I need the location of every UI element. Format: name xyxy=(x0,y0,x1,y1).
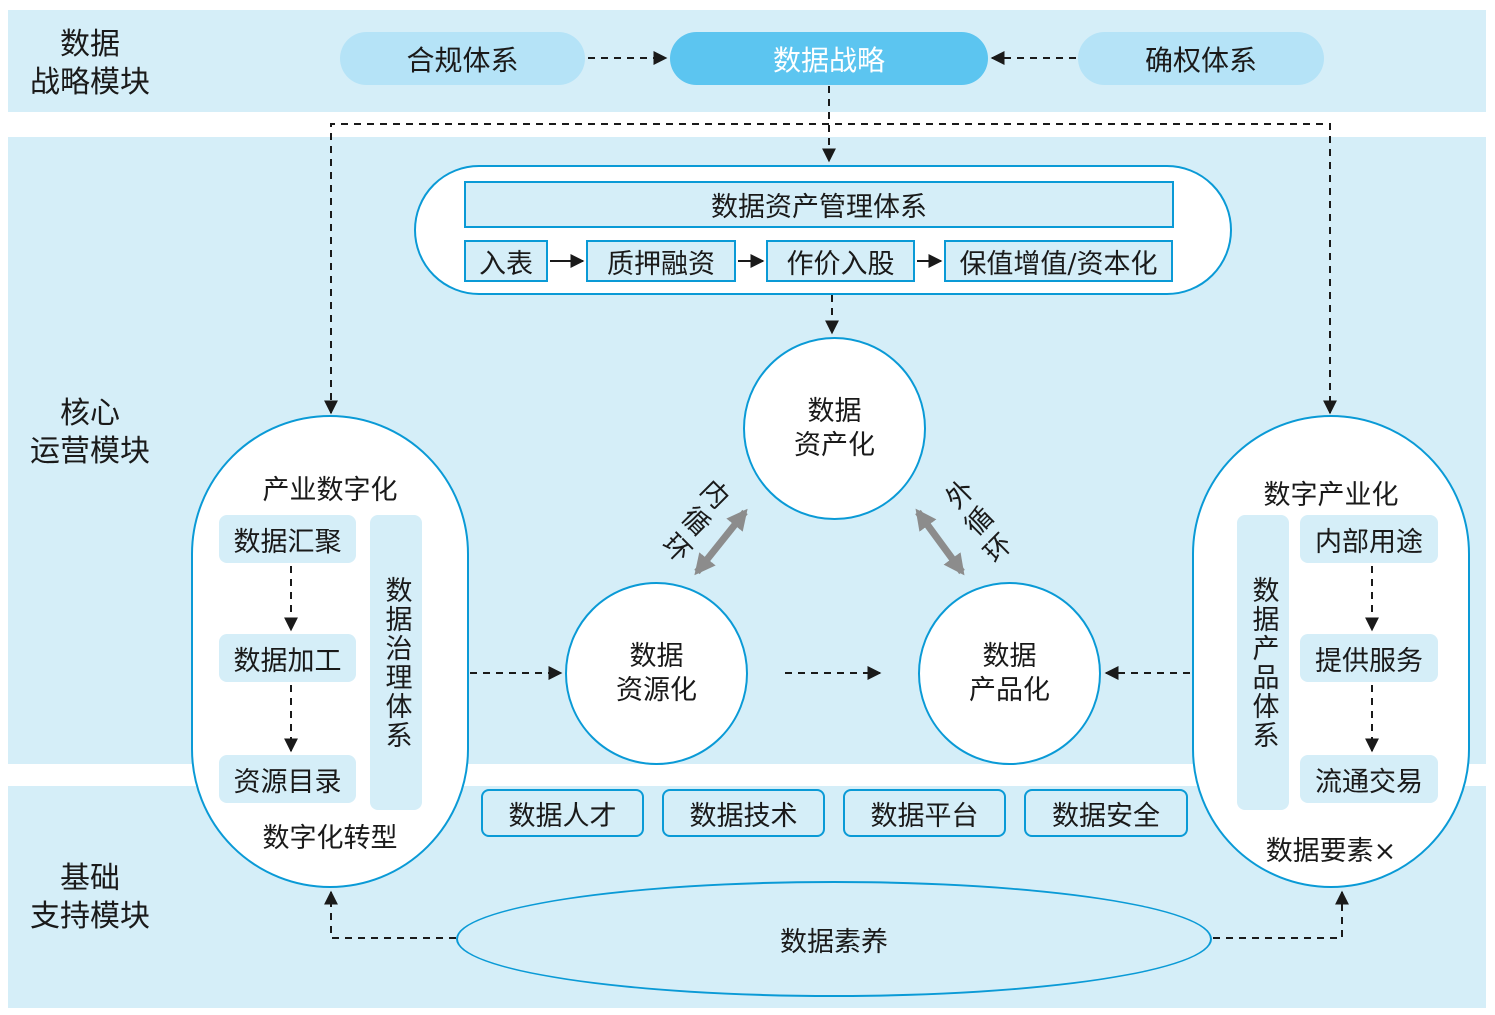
data-governance-system: 数据治理体系 xyxy=(370,515,422,810)
data-product-system: 数据产品体系 xyxy=(1237,515,1289,810)
row-label-strategy: 数据战略模块 xyxy=(30,27,150,100)
step-capitalization: 保值增值/资本化 xyxy=(944,240,1173,282)
foundation-talent: 数据人才 xyxy=(481,789,644,837)
step-equity-investment: 作价入股 xyxy=(766,240,915,282)
arrow-literacy-to-right xyxy=(1213,890,1349,939)
compliance-system-pill: 合规体系 xyxy=(340,32,585,85)
data-literacy-ellipse: 数据素养 xyxy=(456,881,1212,997)
foundation-platform: 数据平台 xyxy=(843,789,1006,837)
left-item-processing: 数据加工 xyxy=(219,634,356,682)
arrow-literacy-to-left xyxy=(324,890,456,939)
right-panel-title: 数字产业化 xyxy=(1263,480,1399,511)
right-item-trading: 流通交易 xyxy=(1300,755,1438,803)
right-item-services: 提供服务 xyxy=(1300,634,1438,682)
data-strategy-pill: 数据战略 xyxy=(670,32,988,85)
foundation-security: 数据安全 xyxy=(1024,789,1188,837)
data-productization-circle: 数据产品化 xyxy=(918,582,1101,765)
right-panel-footer: 数据要素× xyxy=(1265,836,1397,867)
left-panel-footer: 数字化转型 xyxy=(262,823,398,854)
left-item-aggregation: 数据汇聚 xyxy=(219,515,356,563)
data-resourcization-circle: 数据资源化 xyxy=(565,582,748,765)
rights-system-pill: 确权体系 xyxy=(1078,32,1324,85)
inner-loop-arrow xyxy=(694,508,748,576)
asset-mgmt-title: 数据资产管理体系 xyxy=(464,181,1174,228)
row-label-support: 基础支持模块 xyxy=(30,861,150,934)
arrow-strategy-to-left xyxy=(324,123,1337,415)
step-pledge-financing: 质押融资 xyxy=(586,240,736,282)
left-item-catalog: 资源目录 xyxy=(219,755,356,803)
foundation-technology: 数据技术 xyxy=(662,789,825,837)
right-item-internal-use: 内部用途 xyxy=(1300,515,1438,563)
step-listing: 入表 xyxy=(464,240,548,282)
outer-loop-arrow xyxy=(915,508,965,576)
left-panel-title: 产业数字化 xyxy=(262,475,398,506)
row-label-core: 核心运营模块 xyxy=(30,396,150,469)
